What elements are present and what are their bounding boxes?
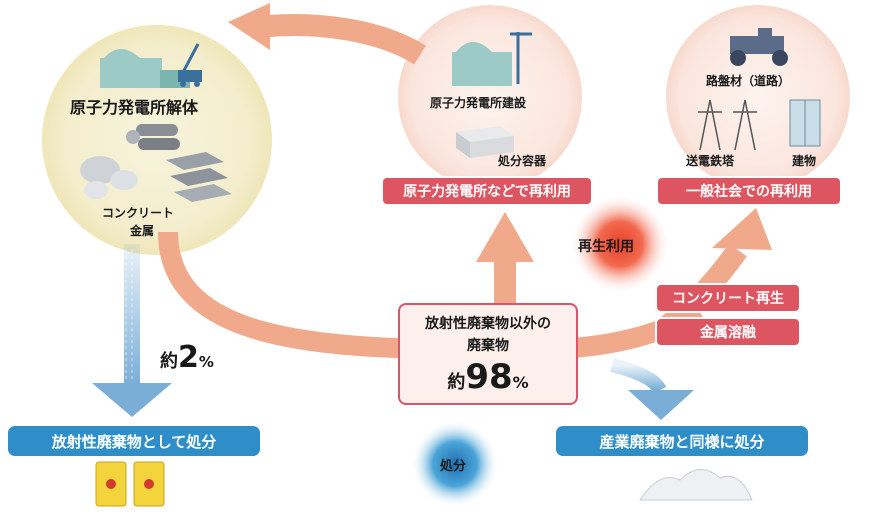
industrial-disposal-banner: 産業廃棄物と同様に処分 bbox=[556, 426, 808, 456]
radioactive-number: 2 bbox=[178, 340, 199, 375]
crane-icon bbox=[178, 43, 202, 87]
down-arrow-industrial bbox=[610, 358, 694, 420]
material-concrete-label: コンクリート bbox=[102, 206, 175, 220]
disposal-container-icon bbox=[456, 126, 514, 158]
branch-up-arrowhead-right bbox=[712, 208, 772, 250]
return-arrow bbox=[267, 14, 426, 65]
transmission-tower-icon bbox=[698, 99, 757, 151]
concrete-recycling-tag: コンクリート再生 bbox=[655, 283, 801, 313]
return-arrowhead bbox=[228, 3, 270, 50]
construction-label: 原子力発電所建設 bbox=[430, 96, 527, 110]
waste-drum-icon bbox=[95, 461, 165, 507]
building-label: 建物 bbox=[792, 154, 817, 168]
non-radioactive-line-1: 放射性廃棄物以外の bbox=[425, 316, 551, 332]
non-radioactive-waste-box: 放射性廃棄物以外の 廃棄物 約98% bbox=[398, 303, 578, 405]
rubble-pile-icon bbox=[639, 469, 753, 501]
metal-melting-tag: 金属溶融 bbox=[655, 317, 801, 347]
radioactive-share: 約2% bbox=[160, 340, 214, 375]
decommission-title: 原子力発電所解体 bbox=[70, 98, 199, 117]
road-roller-icon bbox=[730, 28, 788, 66]
concrete-rubble-icon bbox=[80, 156, 138, 199]
container-label: 処分容器 bbox=[498, 154, 547, 168]
tower-label: 送電鉄塔 bbox=[686, 154, 735, 168]
disposal-label: 処分 bbox=[440, 459, 467, 474]
nuclear-reuse-banner: 原子力発電所などで再利用 bbox=[381, 176, 593, 206]
road-label: 路盤材（道路） bbox=[706, 74, 791, 88]
nuclear-reuse-circle bbox=[398, 5, 582, 189]
disposal-glow bbox=[411, 420, 499, 508]
non-radioactive-line-2: 廃棄物 bbox=[467, 338, 509, 354]
radioactive-prefix: 約 bbox=[160, 351, 178, 372]
new-plant-icon bbox=[452, 32, 532, 86]
non-radioactive-prefix: 約 bbox=[447, 372, 466, 393]
radioactive-disposal-banner: 放射性廃棄物として処分 bbox=[8, 426, 260, 456]
non-radioactive-share: 約98% bbox=[400, 357, 576, 397]
radioactive-unit: % bbox=[198, 353, 214, 371]
down-arrow-radioactive bbox=[92, 244, 172, 417]
non-radioactive-number: 98 bbox=[465, 357, 513, 397]
non-radioactive-unit: % bbox=[512, 373, 529, 392]
material-metal-label: 金属 bbox=[130, 224, 155, 238]
branch-up-arrowhead-left bbox=[476, 212, 534, 262]
recycle-glow bbox=[570, 194, 670, 294]
recycle-label: 再生利用 bbox=[578, 239, 634, 255]
building-icon bbox=[789, 99, 821, 147]
metal-pipes-icon bbox=[126, 124, 180, 150]
public-reuse-banner: 一般社会での再利用 bbox=[656, 176, 842, 206]
steel-beams-icon bbox=[166, 152, 232, 202]
